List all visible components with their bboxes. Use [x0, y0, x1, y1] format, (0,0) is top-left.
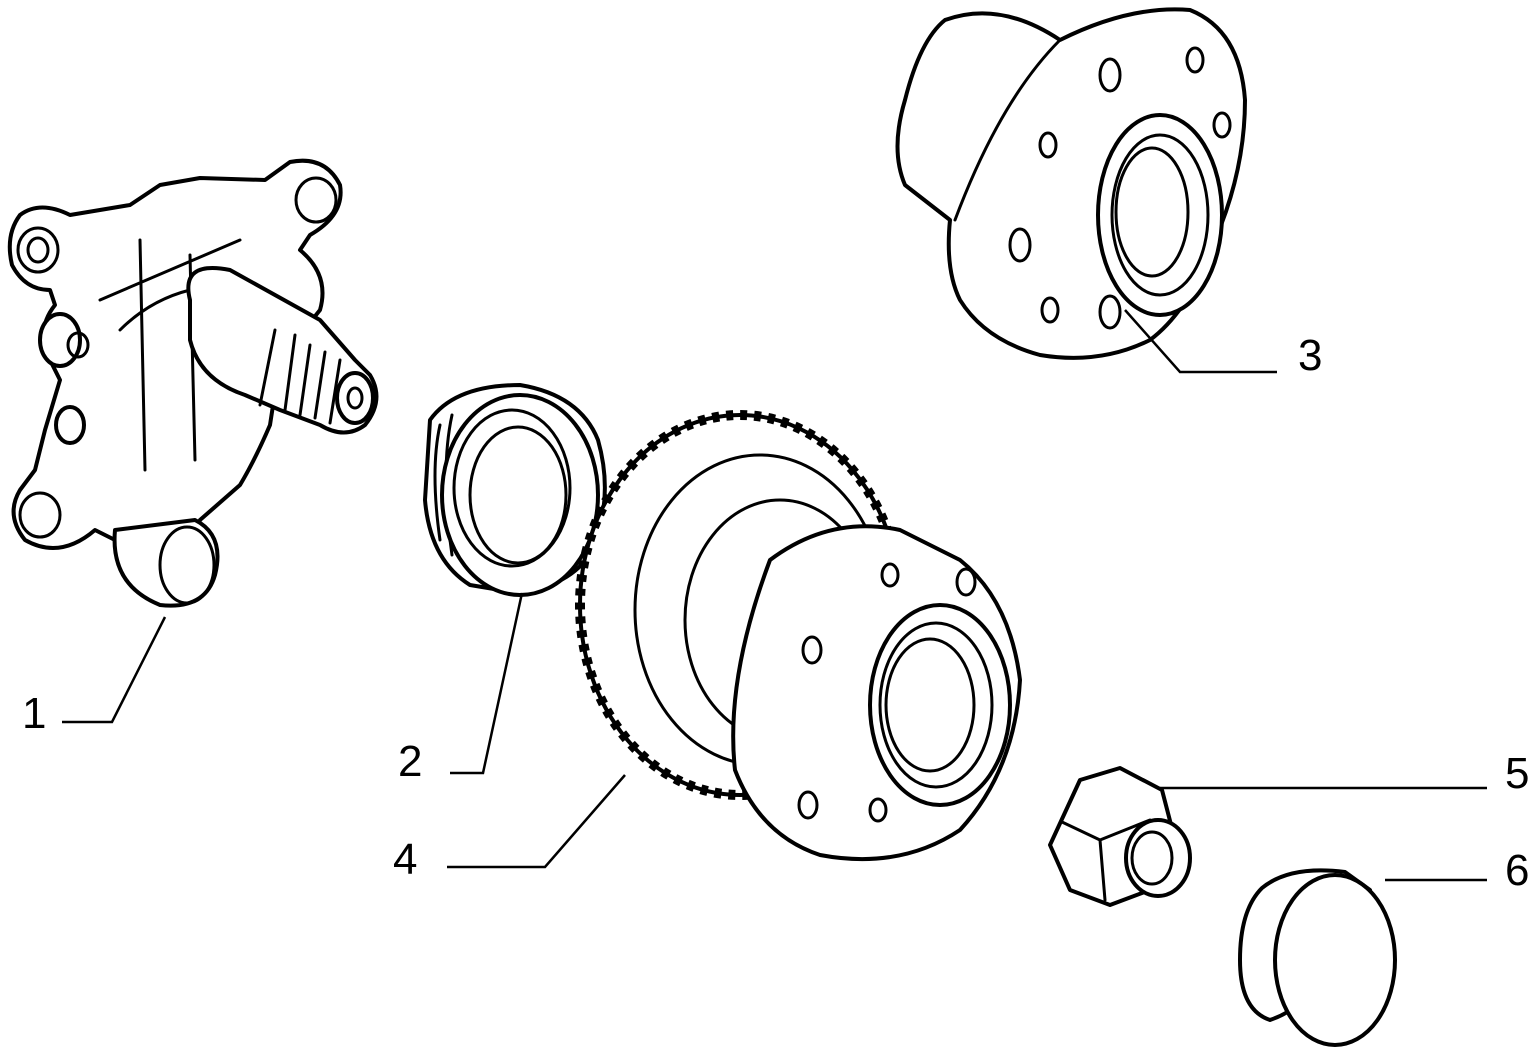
- part-4-brake-disc: [575, 410, 1022, 862]
- leader-line-2: [450, 592, 524, 775]
- leader-lines: [62, 309, 1487, 882]
- leader-line-4: [447, 774, 626, 869]
- callout-5: 5: [1505, 749, 1529, 798]
- leader-line-3: [1124, 309, 1277, 374]
- part-5-nut: [1048, 766, 1192, 907]
- callout-2: 2: [398, 737, 422, 786]
- leader-line-1: [62, 616, 167, 724]
- part-3-hub: [895, 7, 1247, 360]
- callout-1: 1: [22, 689, 46, 738]
- callout-4: 4: [393, 835, 417, 884]
- callout-3: 3: [1298, 331, 1322, 380]
- part-1-knuckle: [7, 158, 379, 608]
- callout-6: 6: [1505, 846, 1529, 895]
- part-6-cap: [1238, 868, 1397, 1047]
- part-2-bearing: [423, 383, 607, 597]
